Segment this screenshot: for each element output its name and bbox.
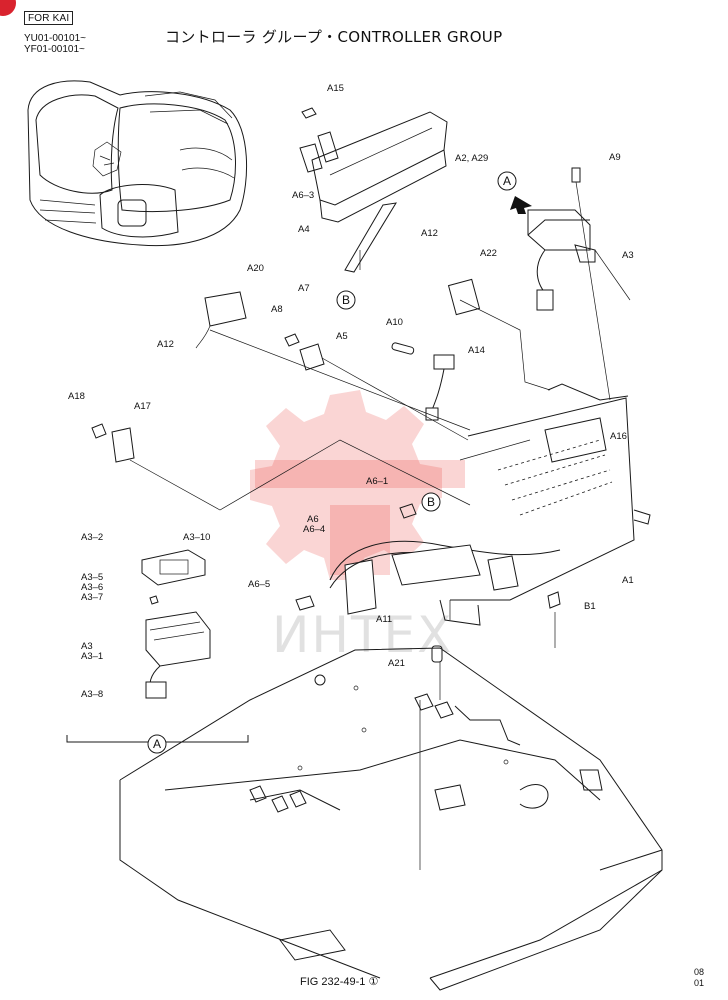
callout-a6-1: A6–1 <box>366 476 388 487</box>
bolt-a6-5 <box>295 595 315 611</box>
page-title: コントローラ グループ・CONTROLLER GROUP <box>165 28 503 46</box>
relay-a22 <box>447 278 481 316</box>
callout-a21: A21 <box>388 658 405 669</box>
callout-a3-8: A3–8 <box>81 689 103 700</box>
connector-a5 <box>299 343 325 371</box>
leader-lines <box>129 249 631 870</box>
callout-a3-5: A3–5 <box>81 572 103 583</box>
circle-label-b-mid: B <box>421 492 441 512</box>
timer-unit-a20 <box>195 291 247 349</box>
callout-a3-2: A3–2 <box>81 532 103 543</box>
callout-a2-a29: A2, A29 <box>455 153 488 164</box>
page-corner-badge <box>0 0 16 16</box>
callout-a3-detail: A3 <box>81 641 93 652</box>
callout-a4: A4 <box>298 224 310 235</box>
direction-arrow-icon <box>510 196 532 214</box>
callout-a3-10: A3–10 <box>183 532 210 543</box>
callout-a18: A18 <box>68 391 85 402</box>
callout-a11: A11 <box>376 614 392 625</box>
watermark-gear <box>250 390 465 580</box>
serial-range-2: YF01-00101~ <box>24 44 85 55</box>
callout-a20: A20 <box>247 263 264 274</box>
callout-a3-7: A3–7 <box>81 592 103 603</box>
callout-a3-1: A3–1 <box>81 651 103 662</box>
bolt-a6-1 <box>399 503 417 519</box>
svg-text:B: B <box>342 293 350 307</box>
callout-a12-top: A12 <box>421 228 438 239</box>
controller-module-a3 <box>527 167 611 401</box>
callout-a3-6: A3–6 <box>81 582 103 593</box>
a3-detail-exploded <box>66 549 249 743</box>
callout-a9: A9 <box>609 152 621 163</box>
callout-a5: A5 <box>336 331 348 342</box>
callout-a8: A8 <box>271 304 283 315</box>
svg-text:B: B <box>427 495 435 509</box>
watermark-text: ИНТЕХ <box>272 606 453 664</box>
circle-label-b-top: B <box>336 290 356 310</box>
callout-a1: A1 <box>622 575 634 586</box>
figure-number: FIG 232-49-1 ① <box>300 976 379 988</box>
harness-assembly-a6 <box>329 540 561 626</box>
callout-a12-left: A12 <box>157 339 174 350</box>
circle-label-a-bottom: A <box>147 734 167 754</box>
machine-frame-base <box>119 647 663 991</box>
callout-a6-3: A6–3 <box>292 190 314 201</box>
bolt-b1 <box>547 591 561 609</box>
sensor-a14 <box>425 354 455 421</box>
fuse-a10 <box>391 342 415 355</box>
clamp-a17 <box>111 427 135 463</box>
circle-label-a-top: A <box>497 171 517 191</box>
svg-text:A: A <box>503 174 511 188</box>
part-callouts: A15 A2, A29 A6–3 A9 A4 A3 A12 A22 A20 A7… <box>68 83 634 700</box>
model-tag: FOR KAI <box>24 11 74 25</box>
spacer-a21 <box>431 645 443 663</box>
callout-a14: A14 <box>468 345 485 356</box>
bracket-clip <box>299 107 397 273</box>
callout-a6-5: A6–5 <box>248 579 270 590</box>
bolt-a18 <box>91 423 107 439</box>
page-code-1: 08 <box>694 967 705 977</box>
mounting-plate-a1 <box>450 383 651 601</box>
callout-a17: A17 <box>134 401 151 412</box>
svg-text:A: A <box>153 737 161 751</box>
callout-a7: A7 <box>298 283 310 294</box>
callout-a6-4: A6–4 <box>303 524 325 535</box>
controller-cover-panel <box>311 111 448 223</box>
machine-inset-view <box>27 80 247 247</box>
callout-b1: B1 <box>584 601 596 612</box>
serial-range-1: YU01-00101~ <box>24 33 86 44</box>
callout-a3: A3 <box>622 250 634 261</box>
callout-a16: A16 <box>610 431 627 442</box>
page-code-2: 01 <box>694 978 705 988</box>
callout-a10: A10 <box>386 317 403 328</box>
callout-a15: A15 <box>327 83 344 94</box>
callout-a22: A22 <box>480 248 497 259</box>
screw-a8 <box>284 333 300 347</box>
callout-a6: A6 <box>307 514 319 525</box>
